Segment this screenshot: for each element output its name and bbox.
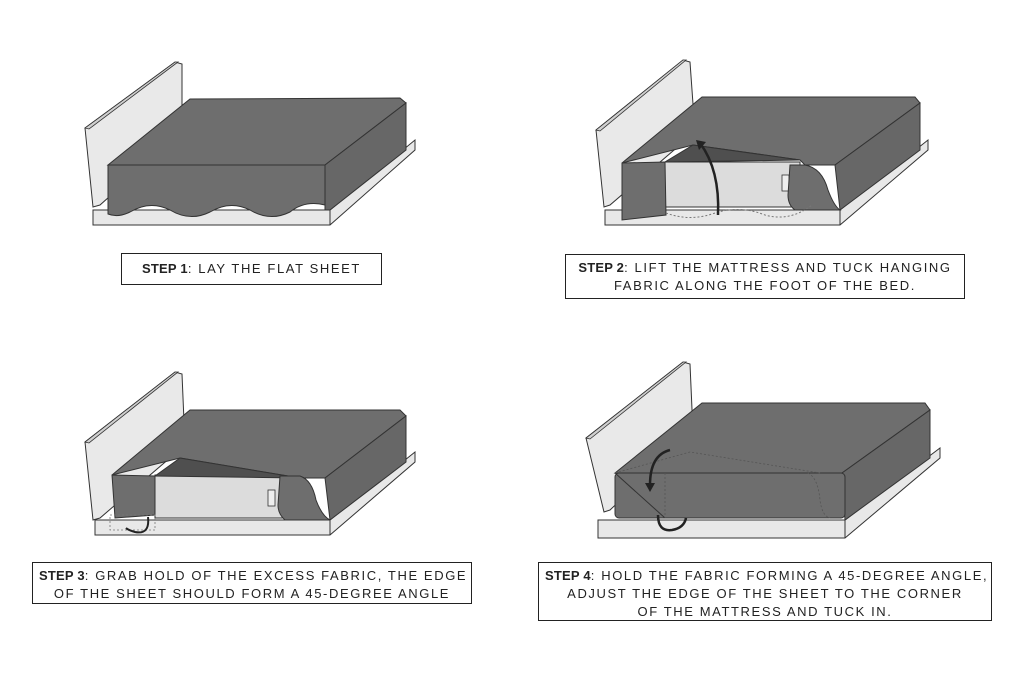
step-2-text-line-1: LIFT THE MATTRESS AND TUCK HANGING bbox=[634, 260, 952, 275]
step-3-text-line-2: OF THE SHEET SHOULD FORM A 45-DEGREE ANG… bbox=[53, 586, 451, 601]
step-4-text-line-2: ADJUST THE EDGE OF THE SHEET TO THE CORN… bbox=[567, 586, 963, 601]
step-2-label: STEP 2 bbox=[578, 260, 625, 275]
step-2-caption: STEP 2: LIFT THE MATTRESS AND TUCK HANGI… bbox=[565, 254, 965, 299]
step-1-illustration bbox=[84, 61, 416, 226]
step-1-caption: STEP 1: LAY THE FLAT SHEET bbox=[121, 253, 382, 285]
step-2-illustration bbox=[595, 59, 929, 226]
step-3-caption: STEP 3: GRAB HOLD OF THE EXCESS FABRIC, … bbox=[32, 562, 472, 604]
step-1-label: STEP 1 bbox=[142, 261, 188, 276]
step-3-illustration bbox=[84, 371, 416, 536]
step-4-caption: STEP 4: HOLD THE FABRIC FORMING A 45-DEG… bbox=[538, 562, 992, 621]
step-4-label: STEP 4 bbox=[545, 568, 591, 583]
step-2-text-line-2: FABRIC ALONG THE FOOT OF THE BED. bbox=[613, 278, 916, 293]
step-3-text-line-1: GRAB HOLD OF THE EXCESS FABRIC, THE EDGE bbox=[95, 568, 468, 583]
step-4-text-line-3: OF THE MATTRESS AND TUCK IN. bbox=[637, 604, 893, 619]
step-1-text: LAY THE FLAT SHEET bbox=[198, 261, 361, 276]
step-4-text-line-1: HOLD THE FABRIC FORMING A 45-DEGREE ANGL… bbox=[601, 568, 989, 583]
step-3-label: STEP 3 bbox=[39, 568, 85, 583]
step-4-illustration bbox=[585, 361, 941, 539]
